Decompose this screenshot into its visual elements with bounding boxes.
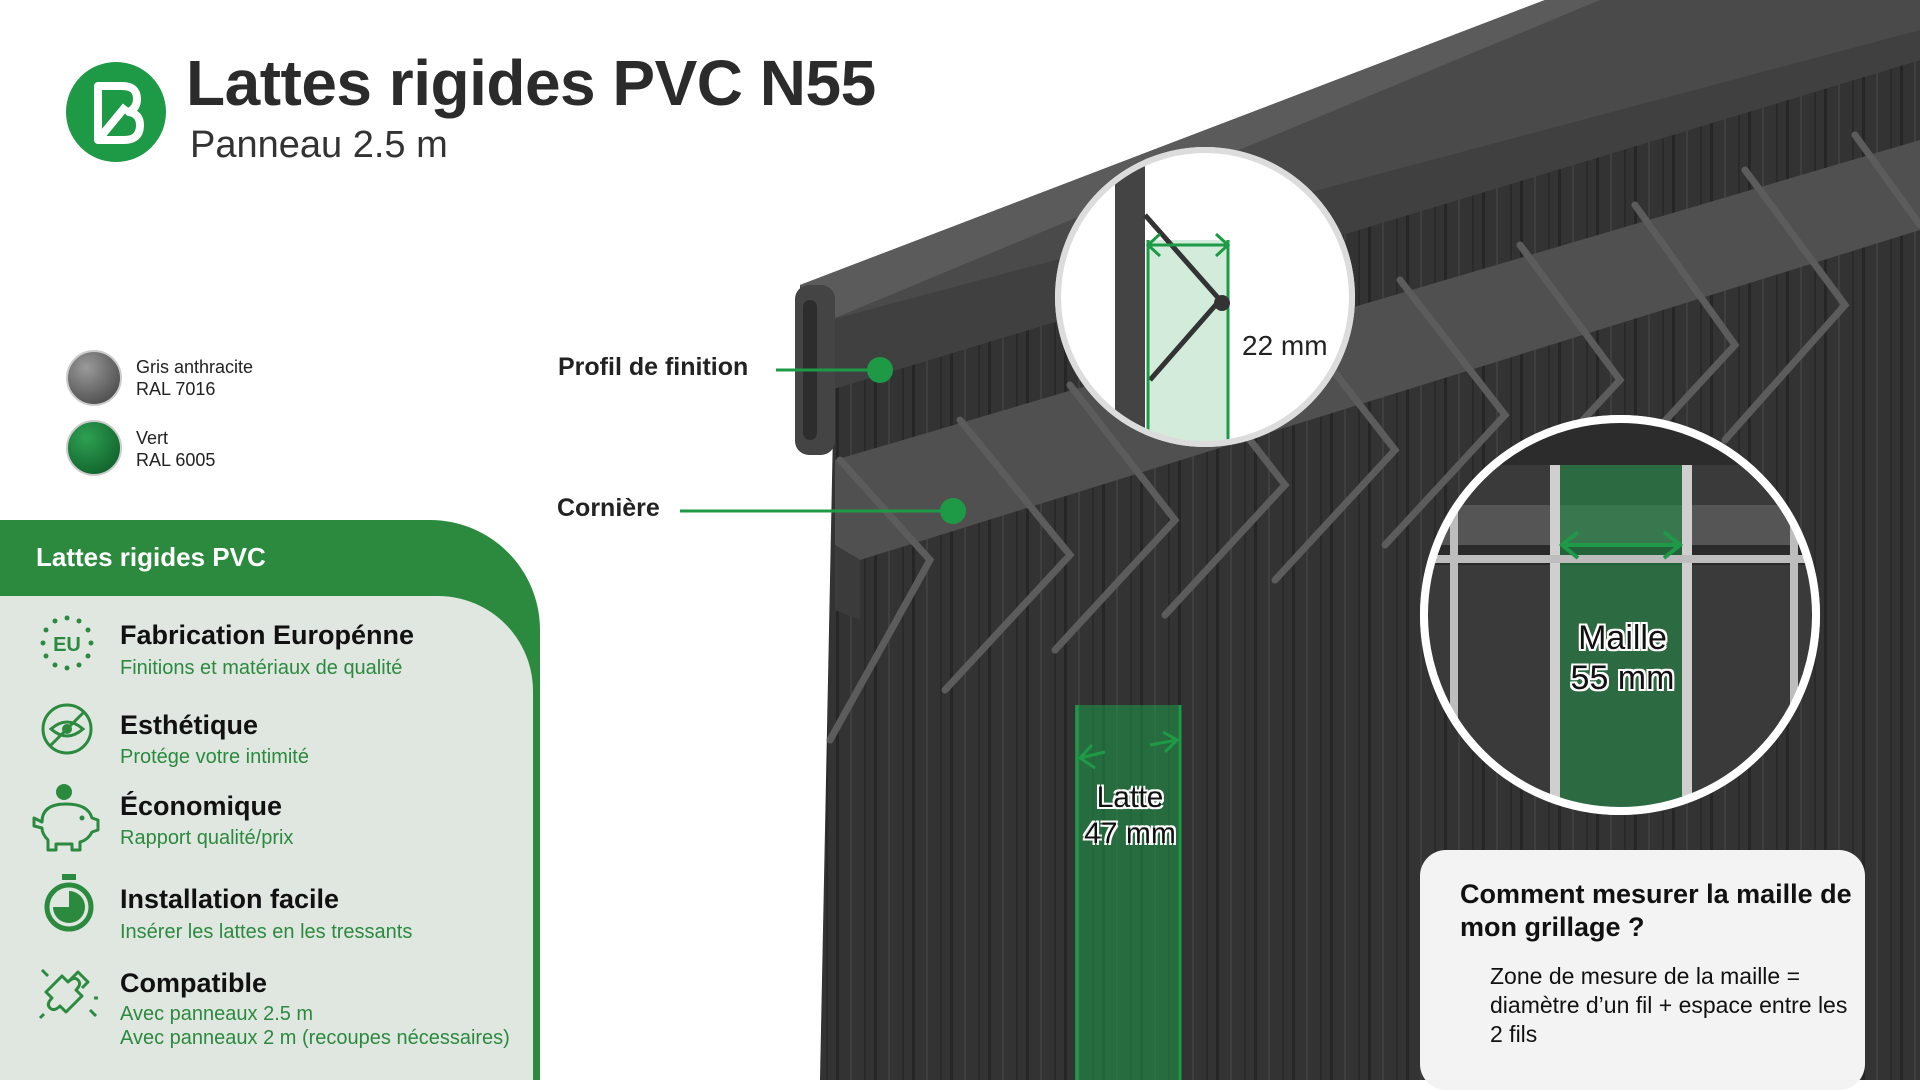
features-panel-title: Lattes rigides PVC bbox=[36, 542, 266, 572]
info-question: Comment mesurer la maille de mon grillag… bbox=[1460, 879, 1852, 942]
zoom-mesh-detail bbox=[1420, 415, 1820, 815]
puzzle-icon bbox=[38, 962, 100, 1024]
eu-icon-text: EU bbox=[53, 634, 81, 656]
feature-title-fabrication: Fabrication Europénne bbox=[120, 620, 415, 650]
color-name: Vert bbox=[136, 428, 169, 448]
feature-title-installation: Installation facile bbox=[120, 884, 340, 914]
color-code: RAL 7016 bbox=[136, 379, 216, 399]
corner-angle bbox=[835, 140, 1920, 560]
feature-title-economique: Économique bbox=[120, 791, 283, 821]
maille-label: Maille bbox=[1578, 619, 1667, 657]
latte-label: Latte bbox=[1096, 781, 1164, 814]
feature-subtitle-compatible: Avec panneaux 2.5 m bbox=[120, 1003, 314, 1025]
measure-profile-width: 22 mm bbox=[1242, 330, 1328, 361]
callout-corniere: Cornière bbox=[557, 494, 660, 522]
page-title: Lattes rigides PVC N55 bbox=[186, 47, 876, 119]
info-box bbox=[1420, 850, 1865, 1090]
color-option-anthracite: Gris anthracite RAL 7016 bbox=[136, 356, 253, 400]
feature-subtitle-fabrication: Finitions et matériaux de qualité bbox=[120, 657, 403, 679]
latte-highlight bbox=[1075, 705, 1180, 1080]
brand-logo bbox=[66, 62, 166, 162]
latte-value: 47 mm bbox=[1084, 817, 1176, 850]
measure-maille: Maille 55 mm bbox=[1540, 618, 1705, 698]
piggy-bank-icon bbox=[30, 782, 102, 854]
measure-latte: Latte 47 mm bbox=[1070, 780, 1190, 852]
page-subtitle: Panneau 2.5 m bbox=[190, 124, 448, 166]
color-option-vert: Vert RAL 6005 bbox=[136, 427, 215, 471]
info-answer: Zone de mesure de la maille = diamètre d… bbox=[1490, 963, 1848, 1047]
color-swatch-vert[interactable] bbox=[66, 420, 122, 476]
eu-stars-icon: EU bbox=[36, 612, 98, 674]
feature-subtitle-economique: Rapport qualité/prix bbox=[120, 827, 294, 849]
zoom-profile-detail bbox=[1055, 147, 1355, 447]
feature-subtitle-esthetique: Protége votre intimité bbox=[120, 746, 309, 768]
callout-profil-finition: Profil de finition bbox=[558, 353, 749, 381]
maille-value: 55 mm bbox=[1570, 659, 1675, 697]
feature-title-compatible: Compatible bbox=[120, 968, 268, 998]
feature-title-esthetique: Esthétique bbox=[120, 710, 259, 740]
feature-subtitle-compatible-2: Avec panneaux 2 m (recoupes nécessaires) bbox=[120, 1027, 510, 1049]
feature-subtitle-installation: Insérer les lattes en les tressants bbox=[120, 921, 413, 943]
color-name: Gris anthracite bbox=[136, 357, 254, 377]
color-swatch-anthracite[interactable] bbox=[66, 350, 122, 406]
eye-privacy-icon bbox=[36, 698, 98, 760]
stopwatch-icon bbox=[38, 872, 100, 934]
color-code: RAL 6005 bbox=[136, 450, 216, 470]
brand-logo-b-icon bbox=[94, 82, 144, 144]
